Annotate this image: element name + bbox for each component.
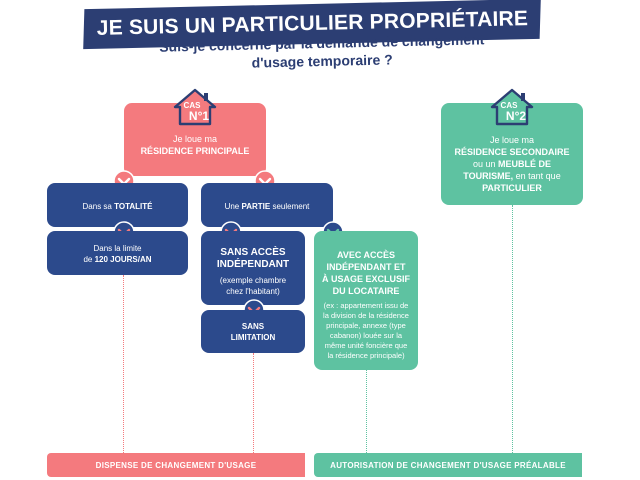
case1-badge-label: CAS [184, 101, 202, 110]
limit-line1: Dans la limite [93, 244, 142, 253]
with-access-title-line4: DU LOCATAIRE [332, 286, 400, 296]
no-access-note-line2: chez l'habitant) [226, 287, 280, 296]
limit-box: Dans la limite de 120 JOURS/AN [47, 231, 188, 275]
case1-line2: RÉSIDENCE PRINCIPALE [140, 146, 250, 156]
footer-autorisation: AUTORISATION DE CHANGEMENT D'USAGE PRÉAL… [314, 453, 582, 477]
case2-badge-number: N°2 [506, 109, 526, 123]
with-access-note: (ex : appartement issu de la division de… [323, 301, 409, 360]
case2-badge-label: CAS [501, 101, 519, 110]
with-access-title-line3: À USAGE EXCLUSIF [321, 274, 410, 284]
connector-with-access [366, 370, 367, 453]
no-access-title-line1: SANS ACCÈS [220, 247, 286, 258]
no-limit-box: SANS LIMITATION [201, 310, 305, 353]
no-access-note-line1: (exemple chambre [219, 276, 287, 285]
no-access-box: SANS ACCÈS INDÉPENDANT (exemple chambre … [201, 231, 305, 305]
case2-line1: Je loue ma [489, 135, 535, 145]
case1-house-icon: CAS N°1 [173, 88, 217, 126]
subtitle: Suis-je concerné par la demande de chang… [120, 29, 525, 74]
case2-house-icon: CAS N°2 [490, 88, 534, 126]
footer-dispense: DISPENSE DE CHANGEMENT D'USAGE [47, 453, 305, 477]
no-limit-line2: LIMITATION [230, 333, 276, 342]
no-limit-line1: SANS [241, 322, 265, 331]
totality-box: Dans sa TOTALITÉ [47, 183, 188, 227]
connector-totality [123, 275, 124, 453]
with-access-title-line2: INDÉPENDANT ET [326, 262, 406, 272]
case1-line1: Je loue ma [172, 134, 218, 144]
case2-line4: TOURISME, en tant que [463, 171, 561, 181]
partial-label: Une PARTIE seulement [224, 202, 310, 211]
limit-line2: de 120 JOURS/AN [83, 255, 152, 264]
connector-no-limit [253, 353, 254, 453]
case1-badge-number: N°1 [189, 109, 209, 123]
totality-label: Dans sa TOTALITÉ [82, 202, 153, 211]
case2-line5: PARTICULIER [482, 183, 542, 193]
case2-line3: ou un MEUBLÉ DE [472, 159, 552, 169]
with-access-box: AVEC ACCÈS INDÉPENDANT ET À USAGE EXCLUS… [314, 231, 418, 370]
with-access-title-line1: AVEC ACCÈS [336, 250, 395, 260]
case2-line2: RÉSIDENCE SECONDAIRE [454, 147, 570, 157]
partial-box: Une PARTIE seulement [201, 183, 333, 227]
connector-case2 [512, 205, 513, 453]
no-access-title-line2: INDÉPENDANT [216, 259, 290, 270]
